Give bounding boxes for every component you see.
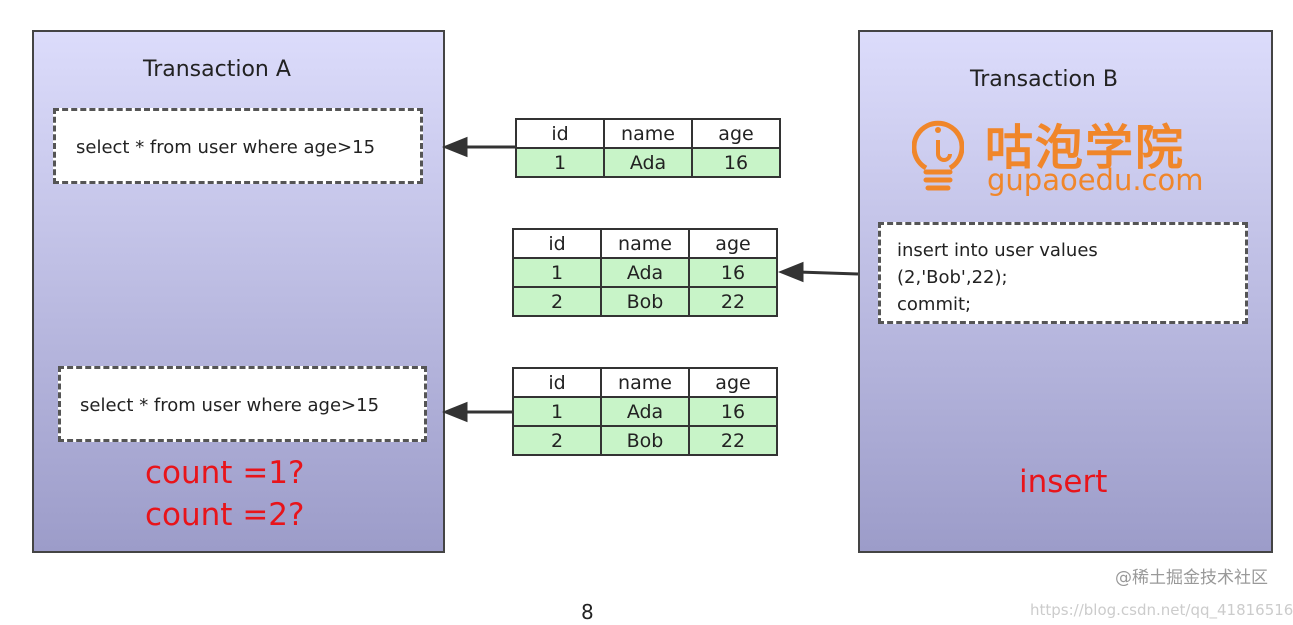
table-cell: Bob [600,425,690,456]
table-cell: name [600,367,690,398]
table-cell: 1 [512,257,602,288]
arrow-table3-to-query2 [441,401,512,423]
table-cell: 22 [688,425,778,456]
table-cell: age [691,118,781,149]
table-cell: Ada [603,147,693,178]
table-cell: id [512,228,602,259]
watermark-juejin: @稀土掘金技术社区 [1115,568,1268,588]
transaction-a-title: Transaction A [143,57,291,82]
logo-domain: gupaoedu.com [987,163,1204,197]
transaction-b-title: Transaction B [970,67,1118,92]
sql-line-1: insert into user values [897,240,1098,261]
table-cell: 16 [688,396,778,427]
insert-label: insert [1019,464,1108,500]
table-cell: 2 [512,425,602,456]
count2-label: count =2? [145,497,305,533]
logo-chinese: 咕泡学院 [985,120,1186,176]
table-cell: 22 [688,286,778,317]
page-number: 8 [581,600,594,624]
table-cell: 16 [688,257,778,288]
table-cell: 1 [512,396,602,427]
table-cell: 16 [691,147,781,178]
table-cell: Ada [600,396,690,427]
arrow-insert-to-table2 [777,261,859,283]
count1-label: count =1? [145,455,305,491]
table-cell: age [688,367,778,398]
transaction-a-query1: select * from user where age>15 [53,108,423,184]
table-cell: 2 [512,286,602,317]
table-cell: name [600,228,690,259]
transaction-b-sql: insert into user values (2,'Bob',22); co… [878,222,1248,324]
table-cell: Ada [600,257,690,288]
table-cell: name [603,118,693,149]
lightbulb-logo-icon [912,120,964,191]
arrow-table1-to-query1 [441,136,515,158]
table-cell: id [515,118,605,149]
query1-text: select * from user where age>15 [76,137,376,158]
query2-text: select * from user where age>15 [80,395,380,416]
table-cell: id [512,367,602,398]
transaction-a-query2: select * from user where age>15 [58,366,427,442]
watermark-csdn: https://blog.csdn.net/qq_41816516 [1030,601,1293,619]
table-cell: 1 [515,147,605,178]
sql-line-2: (2,'Bob',22); [897,267,1008,288]
table-cell: Bob [600,286,690,317]
sql-line-3: commit; [897,294,972,315]
table-cell: age [688,228,778,259]
